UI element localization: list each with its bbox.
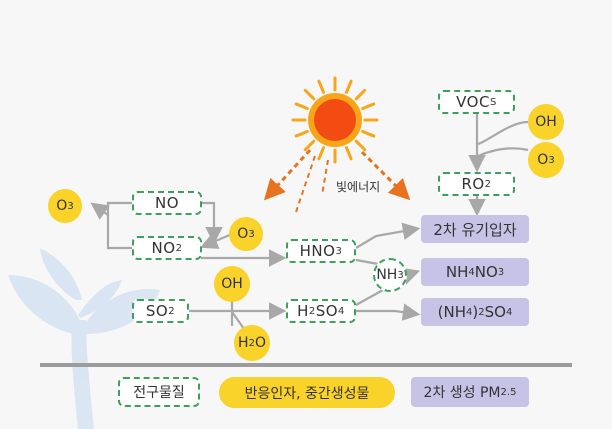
organic-particle-label: 2차 유기입자: [433, 219, 516, 240]
hno3-subscript: 3: [335, 246, 342, 257]
sun-ray: [363, 131, 374, 136]
oh-mid-circle: OH: [214, 266, 250, 302]
sun-ray: [296, 104, 307, 109]
nh4so4-e: SO: [485, 303, 506, 321]
sun-ray: [296, 131, 307, 136]
nh4so4-a: (NH: [438, 303, 466, 321]
nh3-label: NH: [376, 267, 397, 283]
sun-ray: [356, 141, 364, 149]
light-energy-label: 빛에너지: [336, 178, 380, 195]
no-box: NO: [132, 191, 202, 215]
no2-label: NO: [152, 239, 176, 257]
no-label: NO: [155, 194, 179, 212]
o3-left-subscript: 3: [67, 201, 73, 212]
h2so4-so: SO: [316, 302, 338, 320]
o3-left-label: O: [56, 198, 67, 214]
sun-ray: [305, 141, 313, 149]
oh-mid-label: OH: [221, 276, 243, 292]
o3-right-subscript: 3: [548, 155, 554, 166]
organic-particle-box: 2차 유기입자: [421, 215, 529, 243]
sun-ray: [319, 81, 324, 92]
legend-reactant-label: 반응인자, 중간생성물: [245, 383, 370, 403]
nh4so4-f: 4: [506, 307, 512, 318]
legend-precursor-label: 전구물질: [133, 382, 185, 402]
h2o-o: O: [255, 335, 266, 351]
hno3-label: HNO: [300, 242, 336, 260]
sun-icon: [293, 78, 377, 162]
oh-right-label: OH: [535, 114, 557, 130]
h2so4-sub1: 2: [309, 306, 316, 317]
no2-subscript: 2: [176, 243, 183, 254]
nh4no3-a: NH: [446, 263, 469, 281]
nh3-subscript: 3: [397, 270, 403, 281]
sun-ray: [346, 81, 351, 92]
h2o-h: H: [238, 335, 249, 351]
nh4no3-c: NO: [475, 263, 498, 281]
oh-right-circle: OH: [528, 104, 564, 140]
ro2-label: RO: [461, 175, 484, 193]
legend-reactant: 반응인자, 중간생성물: [219, 377, 395, 408]
legend-precursor: 전구물질: [118, 377, 200, 407]
vocs-subscript: S: [490, 97, 497, 108]
o3-mid-label: O: [237, 226, 248, 242]
o3-right-label: O: [537, 152, 548, 168]
legend-product-subscript: 2.5: [501, 387, 517, 398]
legend-product-label: 2차 생성 PM: [424, 382, 501, 402]
vocs-label: VOC: [456, 93, 490, 111]
h2so4-sub2: 4: [338, 306, 345, 317]
sun-ray: [356, 90, 364, 98]
sun-ray: [319, 148, 324, 159]
ro2-subscript: 2: [485, 179, 492, 190]
nh4no3-d: 3: [498, 267, 504, 278]
sun-ray: [346, 148, 351, 159]
so2-label: SO: [146, 302, 168, 320]
o3-mid-subscript: 3: [248, 229, 254, 240]
sun-ray: [305, 90, 313, 98]
so2-subscript: 2: [168, 306, 175, 317]
h2so4-h: H: [297, 302, 309, 320]
sun-ray: [363, 104, 374, 109]
